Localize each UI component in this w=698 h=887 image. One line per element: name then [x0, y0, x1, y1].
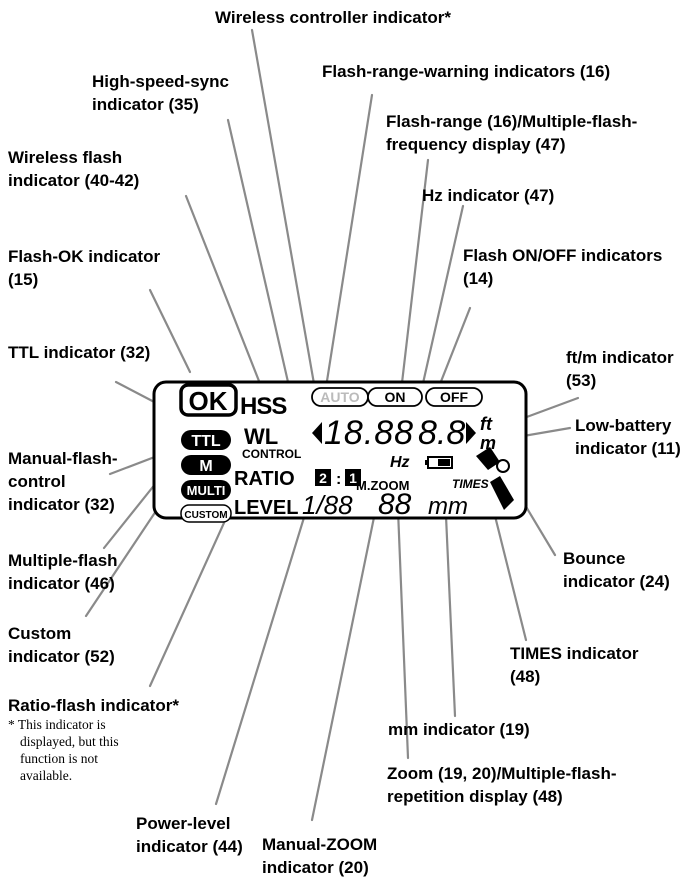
ok-indicator: OK [189, 386, 228, 416]
multi-indicator: MULTI [187, 483, 226, 498]
wl-indicator: WL [244, 424, 278, 449]
leader-power-level [214, 496, 312, 806]
custom-indicator: CUSTOM [184, 510, 227, 521]
m-indicator-box [181, 455, 231, 475]
label-flash-ok: Flash-OK indicator(15) [8, 247, 161, 289]
label-ft-m: ft/m indicator(53) [566, 348, 674, 390]
leader-flash-ok [148, 288, 192, 374]
flash-range-digits-2: 8.8 [418, 414, 465, 452]
ratio-b: 1 [349, 470, 357, 486]
ratio-a: 2 [319, 470, 327, 486]
hss-indicator: HSS [240, 393, 287, 420]
ratio-indicator: RATIO [234, 468, 295, 490]
leader-custom [84, 503, 162, 618]
mm-indicator: mm [428, 493, 468, 520]
leader-bounce [520, 498, 557, 557]
auto-indicator: AUTO [320, 389, 360, 405]
zoom-digits: 88 [378, 488, 412, 521]
hz-indicator: Hz [390, 454, 410, 471]
leader-manual-zoom [310, 486, 382, 822]
leader-wireless-controller [250, 28, 322, 420]
ttl-indicator: TTL [191, 433, 221, 450]
leader-ft-m [522, 396, 580, 420]
bounce-icon [476, 447, 514, 510]
label-zoom-display: Zoom (19, 20)/Multiple-flash-repetition … [387, 764, 617, 806]
leader-high-speed-sync [226, 118, 290, 384]
low-battery-tip [425, 460, 428, 465]
mzoom-indicator: M.ZOOM [356, 478, 409, 493]
ok-indicator-box [179, 383, 238, 417]
off-indicator: OFF [440, 389, 468, 405]
label-times: TIMES indicator(48) [510, 644, 639, 686]
multi-indicator-box [181, 480, 231, 500]
on-indicator-box [367, 387, 423, 407]
footnote: * This indicator is displayed, but this … [8, 717, 119, 783]
m-indicator: M [199, 458, 212, 475]
flash-range-digits: 18.88 [324, 414, 414, 452]
on-indicator: ON [385, 389, 406, 405]
low-battery-fill [438, 459, 450, 466]
leader-ratio-flash [148, 490, 240, 688]
leader-multiple-flash [102, 476, 162, 550]
label-flash-range-warning: Flash-range-warning indicators (16) [322, 62, 611, 81]
ratio-colon: : [336, 471, 341, 488]
level-indicator: LEVEL [234, 497, 298, 519]
custom-indicator-box [180, 504, 232, 523]
leader-mm [444, 514, 457, 718]
power-level-digits: 1/88 [302, 490, 353, 520]
leader-zoom [396, 508, 410, 760]
label-ttl: TTL indicator (32) [8, 343, 151, 362]
leader-flash-on-off [438, 306, 472, 386]
m-unit-indicator: m [480, 433, 496, 453]
leader-flash-range-warning [322, 93, 374, 402]
label-ratio-flash: Ratio-flash indicator* [8, 696, 179, 715]
ratio-b-box [345, 469, 361, 486]
off-indicator-box [425, 387, 483, 407]
label-wireless-controller: Wireless controller indicator* [215, 8, 452, 27]
ttl-indicator-box [181, 430, 231, 450]
ratio-a-box [315, 469, 331, 486]
label-flash-range-display: Flash-range (16)/Multiple-flash-frequenc… [386, 112, 638, 154]
lcd-frame [152, 380, 528, 520]
leader-wireless-flash [184, 194, 274, 416]
range-warning-left-icon [312, 422, 322, 444]
label-flash-on-off: Flash ON/OFF indicators(14) [463, 246, 663, 288]
ft-indicator: ft [480, 414, 493, 434]
control-indicator: CONTROL [242, 447, 301, 461]
range-warning-right-icon [466, 422, 476, 444]
times-indicator: TIMES [452, 477, 489, 491]
label-hz: Hz indicator (47) [422, 186, 555, 205]
label-mm: mm indicator (19) [388, 720, 530, 739]
leader-flash-range-display [398, 158, 430, 402]
